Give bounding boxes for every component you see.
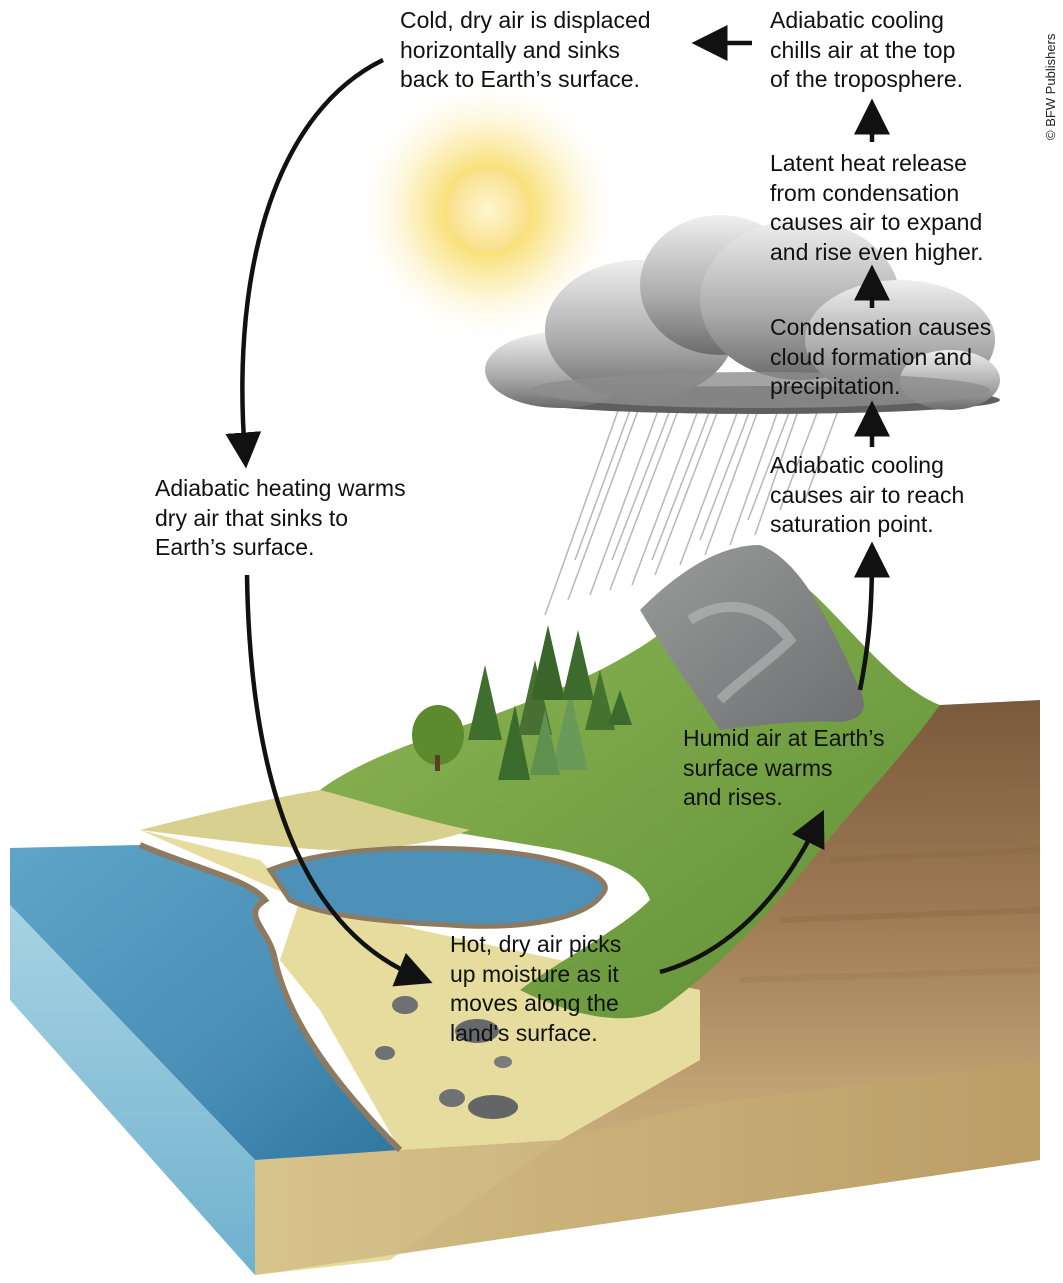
rain — [544, 404, 841, 616]
label-adiabatic-cooling-top: Adiabatic cooling chills air at the top … — [770, 7, 964, 92]
copyright-credit: © BFW Publishers — [1043, 33, 1058, 140]
label-adiabatic-cooling-saturation: Adiabatic cooling causes air to reach sa… — [770, 452, 965, 537]
air-circulation-arrows — [225, 25, 890, 987]
arrow-descending-air — [225, 57, 384, 469]
landscape-block — [10, 545, 1041, 1275]
label-latent-heat: Latent heat release from condensation ca… — [770, 150, 984, 265]
label-hot-dry-air: Hot, dry air picks up moisture as it mov… — [450, 931, 622, 1046]
arrow-rising-humid-air — [853, 541, 890, 691]
forest — [412, 625, 632, 780]
sun — [353, 75, 623, 345]
label-adiabatic-heating: Adiabatic heating warms dry air that sin… — [155, 475, 406, 560]
storm-cloud — [485, 215, 1000, 414]
label-condensation: Condensation causes cloud formation and … — [770, 314, 992, 399]
arrow-moisture-pickup — [659, 809, 825, 975]
label-humid-air: Humid air at Earth’s surface warms and r… — [683, 725, 885, 810]
arrow-sinking-to-surface — [244, 574, 433, 987]
label-cold-dry-air: Cold, dry air is displaced horizontally … — [400, 7, 651, 92]
